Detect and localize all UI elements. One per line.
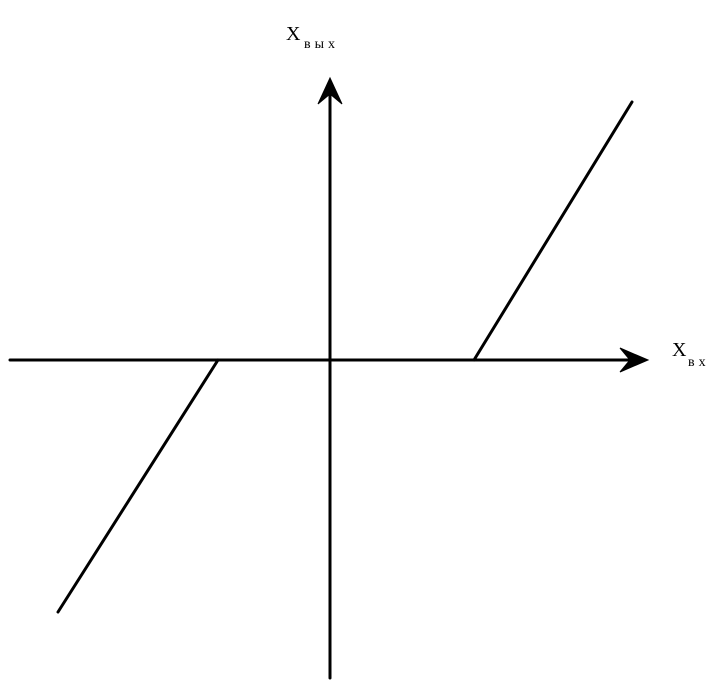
- y-axis-label: X вых: [286, 23, 339, 52]
- lower-slope-branch: [56, 358, 220, 614]
- x-axis-label-main: X: [672, 339, 687, 361]
- upper-slope-branch: [472, 100, 634, 362]
- y-axis-label-main: X: [286, 23, 301, 45]
- x-axis-arrowhead: [619, 347, 650, 373]
- x-axis-label: X вх: [672, 339, 710, 370]
- x-axis-label-subscript: вх: [688, 355, 710, 370]
- y-axis-label-subscript: вых: [304, 37, 339, 52]
- y-axis-arrowhead: [317, 76, 343, 105]
